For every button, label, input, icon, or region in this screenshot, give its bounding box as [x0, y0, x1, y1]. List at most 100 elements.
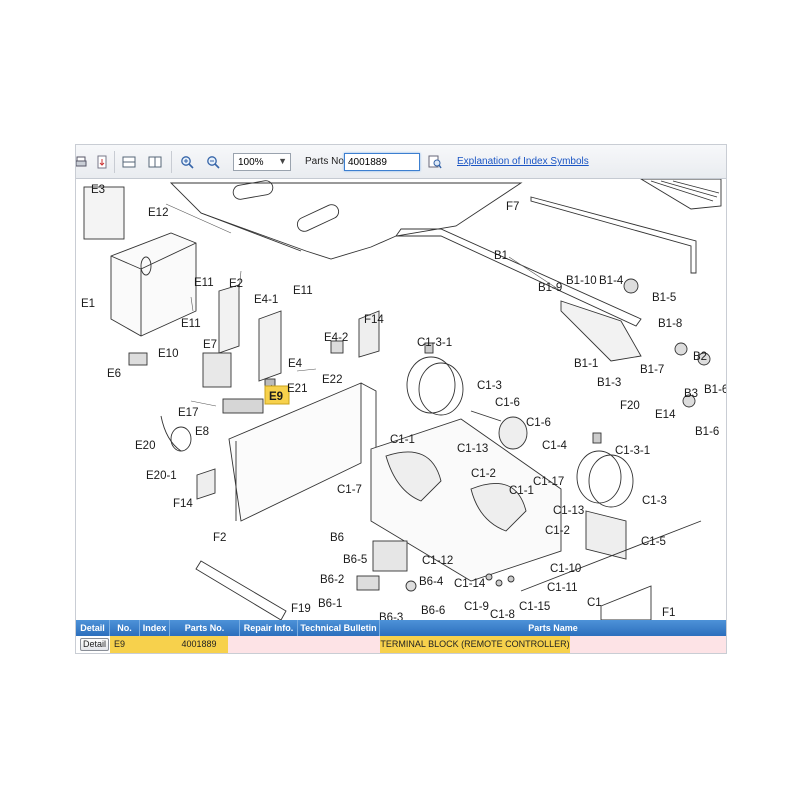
zoom-in-icon[interactable]	[178, 153, 196, 171]
diagram-label-c1-11[interactable]: C1-11	[547, 582, 577, 594]
col-parts-no: Parts No.	[170, 620, 240, 636]
diagram-label-e17[interactable]: E17	[178, 407, 198, 419]
diagram-label-e4[interactable]: E4	[288, 358, 303, 370]
diagram-label-e9-highlight[interactable]: E9	[269, 391, 283, 403]
diagram-label-c1-15[interactable]: C1-15	[519, 601, 550, 613]
cell-parts-no: 4001889	[170, 636, 228, 653]
diagram-label-e11[interactable]: E11	[181, 318, 201, 330]
prev-icon[interactable]	[93, 153, 111, 171]
diagram-label-b1-9[interactable]: B1-9	[538, 282, 562, 294]
detail-button[interactable]: Detail	[80, 638, 109, 651]
diagram-label-c1-10[interactable]: C1-10	[550, 563, 581, 575]
diagram-label-c1-4[interactable]: C1-4	[542, 440, 568, 452]
diagram-label-f1[interactable]: F1	[662, 607, 675, 619]
zoom-value: 100%	[238, 156, 264, 168]
diagram-label-b2[interactable]: B2	[693, 351, 707, 363]
diagram-label-b1[interactable]: B1	[494, 250, 508, 262]
table-row[interactable]: Detail E9 4001889 TERMINAL BLOCK (REMOTE…	[76, 636, 726, 653]
diagram-label-e2[interactable]: E2	[229, 278, 243, 290]
fit-page-icon[interactable]	[146, 153, 164, 171]
zoom-select[interactable]: 100% ▼	[233, 153, 291, 171]
diagram-label-f14[interactable]: F14	[173, 498, 193, 510]
diagram-label-b1-6[interactable]: B1-6	[695, 426, 719, 438]
diagram-label-e3[interactable]: E3	[91, 184, 105, 196]
diagram-label-b1-8[interactable]: B1-8	[658, 318, 682, 330]
diagram-label-e1[interactable]: E1	[81, 298, 95, 310]
diagram-label-f19[interactable]: F19	[291, 603, 311, 615]
fit-width-icon[interactable]	[120, 153, 138, 171]
diagram-label-f14[interactable]: F14	[364, 314, 384, 326]
diagram-label-c1-1[interactable]: C1-1	[509, 485, 534, 497]
diagram-label-c1-8[interactable]: C1-8	[490, 609, 515, 620]
diagram-label-c1-7[interactable]: C1-7	[337, 484, 362, 496]
zoom-out-icon[interactable]	[204, 153, 222, 171]
diagram-label-c1-17[interactable]: C1-17	[533, 476, 564, 488]
diagram-label-f2[interactable]: F2	[213, 532, 226, 544]
diagram-label-e21[interactable]: E21	[287, 383, 307, 395]
diagram-label-c1[interactable]: C1	[587, 597, 602, 609]
diagram-label-f20[interactable]: F20	[620, 400, 640, 412]
diagram-label-c1-2[interactable]: C1-2	[545, 525, 570, 537]
col-index: Index	[140, 620, 170, 636]
diagram-label-c1-6[interactable]: C1-6	[526, 417, 551, 429]
diagram-label-c1-6[interactable]: C1-6	[495, 397, 520, 409]
diagram-label-b1-6[interactable]: B1-6	[704, 384, 726, 396]
parts-viewer: 100% ▼ Parts No. Explanation of Index Sy…	[75, 144, 727, 654]
cell-no: E9	[110, 636, 140, 653]
diagram-label-f7[interactable]: F7	[506, 201, 519, 213]
diagram-label-e11[interactable]: E11	[293, 285, 313, 297]
diagram-label-c1-13[interactable]: C1-13	[457, 443, 488, 455]
diagram-label-e4-2[interactable]: E4-2	[324, 332, 348, 344]
diagram-label-b1-3[interactable]: B1-3	[597, 377, 621, 389]
diagram-label-b6-4[interactable]: B6-4	[419, 576, 444, 588]
parts-no-label: Parts No.	[305, 156, 347, 167]
diagram-label-b6-6[interactable]: B6-6	[421, 605, 445, 617]
cell-parts-name: TERMINAL BLOCK (REMOTE CONTROLLER)	[380, 636, 570, 653]
diagram-label-e4-1[interactable]: E4-1	[254, 294, 278, 306]
diagram-label-e14[interactable]: E14	[655, 409, 676, 421]
col-repair-info: Repair Info.	[240, 620, 298, 636]
cell-index	[140, 636, 170, 653]
diagram-label-e12[interactable]: E12	[148, 207, 168, 219]
diagram-label-c1-12[interactable]: C1-12	[422, 555, 453, 567]
diagram-label-b3[interactable]: B3	[684, 388, 698, 400]
diagram-label-c1-3-1[interactable]: C1-3-1	[615, 445, 650, 457]
diagram-label-b6[interactable]: B6	[330, 532, 344, 544]
diagram-label-e11[interactable]: E11	[194, 277, 214, 289]
diagram-label-c1-5[interactable]: C1-5	[641, 536, 666, 548]
diagram-label-c1-3[interactable]: C1-3	[642, 495, 667, 507]
diagram-label-c1-3-1[interactable]: C1-3-1	[417, 337, 452, 349]
diagram-label-e10[interactable]: E10	[158, 348, 178, 360]
parts-no-input[interactable]	[344, 153, 420, 171]
parts-table-header: Detail No. Index Parts No. Repair Info. …	[76, 620, 726, 636]
print-icon[interactable]	[76, 153, 90, 171]
diagram-label-c1-1[interactable]: C1-1	[390, 434, 415, 446]
diagram-label-c1-13[interactable]: C1-13	[553, 505, 584, 517]
diagram-label-b6-5[interactable]: B6-5	[343, 554, 367, 566]
diagram-label-c1-2[interactable]: C1-2	[471, 468, 496, 480]
diagram-label-b1-4[interactable]: B1-4	[599, 275, 624, 287]
diagram-label-b6-1[interactable]: B6-1	[318, 598, 342, 610]
diagram-label-e6[interactable]: E6	[107, 368, 121, 380]
diagram-label-b6-3[interactable]: B6-3	[379, 612, 403, 620]
diagram-label-b1-1[interactable]: B1-1	[574, 358, 598, 370]
cell-repair-info	[240, 636, 298, 653]
diagram-label-c1-9[interactable]: C1-9	[464, 601, 489, 613]
col-detail: Detail	[76, 620, 110, 636]
diagram-label-e20-1[interactable]: E20-1	[146, 470, 177, 482]
diagram-label-b1-10[interactable]: B1-10	[566, 275, 597, 287]
explanation-index-link[interactable]: Explanation of Index Symbols	[457, 156, 589, 167]
search-parts-icon[interactable]	[426, 153, 444, 171]
diagram-label-e8[interactable]: E8	[195, 426, 209, 438]
diagram-label-e20[interactable]: E20	[135, 440, 155, 452]
diagram-label-b1-7[interactable]: B1-7	[640, 364, 664, 376]
diagram-canvas: E3E12E11E2E4-1E11E1E11F14E4-2E7E10E6E4E2…	[81, 179, 726, 620]
diagram-label-e22[interactable]: E22	[322, 374, 342, 386]
diagram-label-b1-5[interactable]: B1-5	[652, 292, 676, 304]
diagram-label-b6-2[interactable]: B6-2	[320, 574, 344, 586]
cell-technical-bulletin	[298, 636, 380, 653]
diagram-label-c1-3[interactable]: C1-3	[477, 380, 502, 392]
diagram-label-e7[interactable]: E7	[203, 339, 217, 351]
diagram-label-c1-14[interactable]: C1-14	[454, 578, 486, 590]
